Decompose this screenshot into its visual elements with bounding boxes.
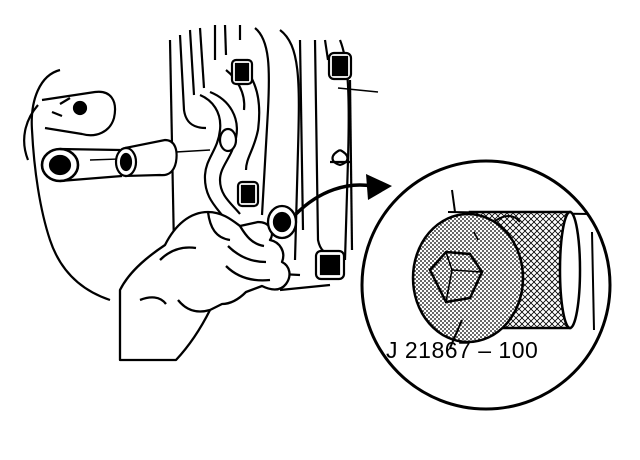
magnified-detail: J 21867 – 100 (360, 159, 612, 411)
bolt (230, 51, 353, 281)
tool (411, 210, 582, 344)
plug (114, 138, 211, 178)
tool-label: J 21867 – 100 (386, 337, 538, 363)
curved-arrow (294, 174, 392, 216)
hand (118, 204, 298, 362)
